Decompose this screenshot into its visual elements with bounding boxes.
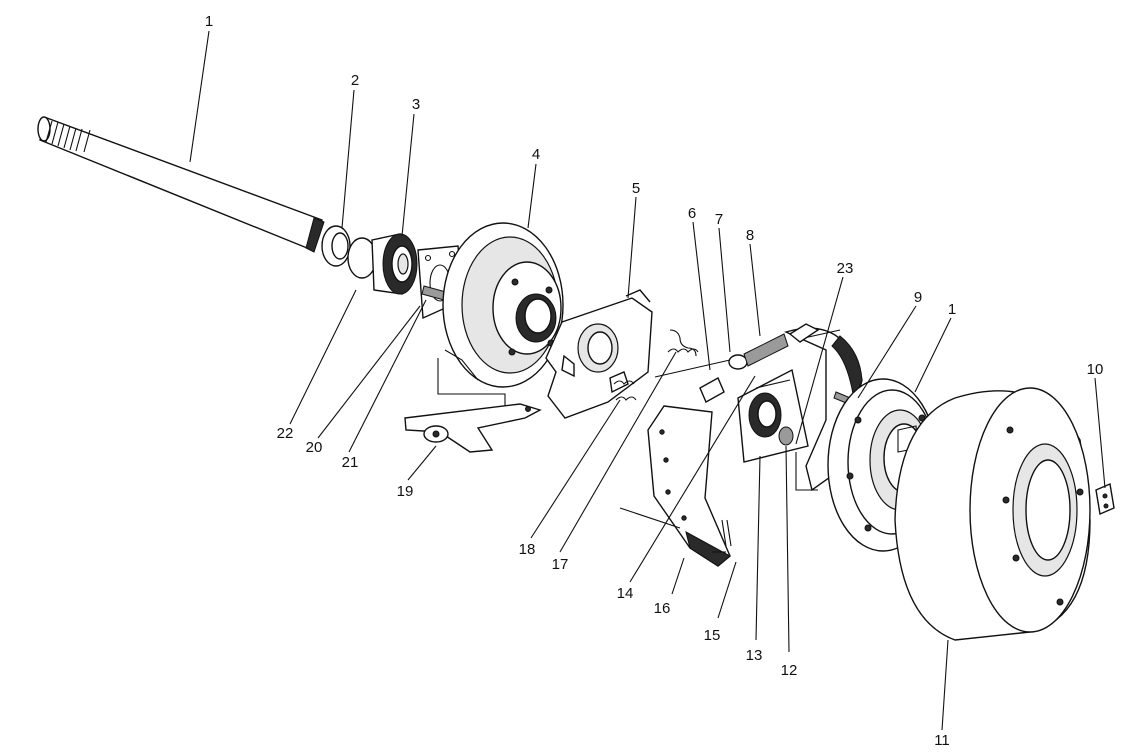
callout-20: 20 <box>306 439 323 456</box>
leader-lines <box>189 30 1106 731</box>
callout-11: 11 <box>934 732 950 749</box>
callout-18: 18 <box>519 541 536 558</box>
bearing <box>347 233 418 295</box>
callout-5: 5 <box>632 180 640 197</box>
spring-lower <box>613 380 637 401</box>
callout-10: 10 <box>1087 361 1104 378</box>
callout-1: 1 <box>205 13 213 30</box>
callout-16: 16 <box>654 600 671 617</box>
callout-labels: 1 2 3 4 5 6 7 8 23 9 1 10 22 20 21 19 18… <box>205 13 1104 749</box>
callout-8: 8 <box>746 227 754 244</box>
callout-17: 17 <box>552 556 569 573</box>
retainer-clip <box>712 519 732 553</box>
callout-13: 13 <box>746 647 763 664</box>
callout-12: 12 <box>781 662 798 679</box>
callout-19: 19 <box>397 483 414 500</box>
backing-plate <box>442 222 564 388</box>
callout-22: 22 <box>277 425 294 442</box>
small-bracket <box>1095 483 1115 515</box>
brake-shoe <box>619 405 731 567</box>
callout-21: 21 <box>342 454 359 471</box>
callout-14: 14 <box>617 585 634 602</box>
callout-15: 15 <box>704 627 721 644</box>
callout-1-hub: 1 <box>948 301 956 318</box>
brake-drum <box>894 387 1091 641</box>
nut <box>778 426 794 446</box>
callout-3: 3 <box>412 96 420 113</box>
adjuster-parts <box>699 333 789 403</box>
parking-lever <box>404 403 542 453</box>
axle-shaft <box>37 116 325 253</box>
callout-9: 9 <box>914 289 922 306</box>
callout-7: 7 <box>715 211 723 228</box>
callout-6: 6 <box>688 205 696 222</box>
wheel-cylinder-plate <box>737 368 809 463</box>
mounting-bracket <box>545 289 653 419</box>
spring-upper <box>667 329 699 357</box>
callout-4: 4 <box>532 146 540 163</box>
callout-2: 2 <box>351 72 359 89</box>
callout-23: 23 <box>837 260 854 277</box>
seal-ring <box>321 225 351 267</box>
